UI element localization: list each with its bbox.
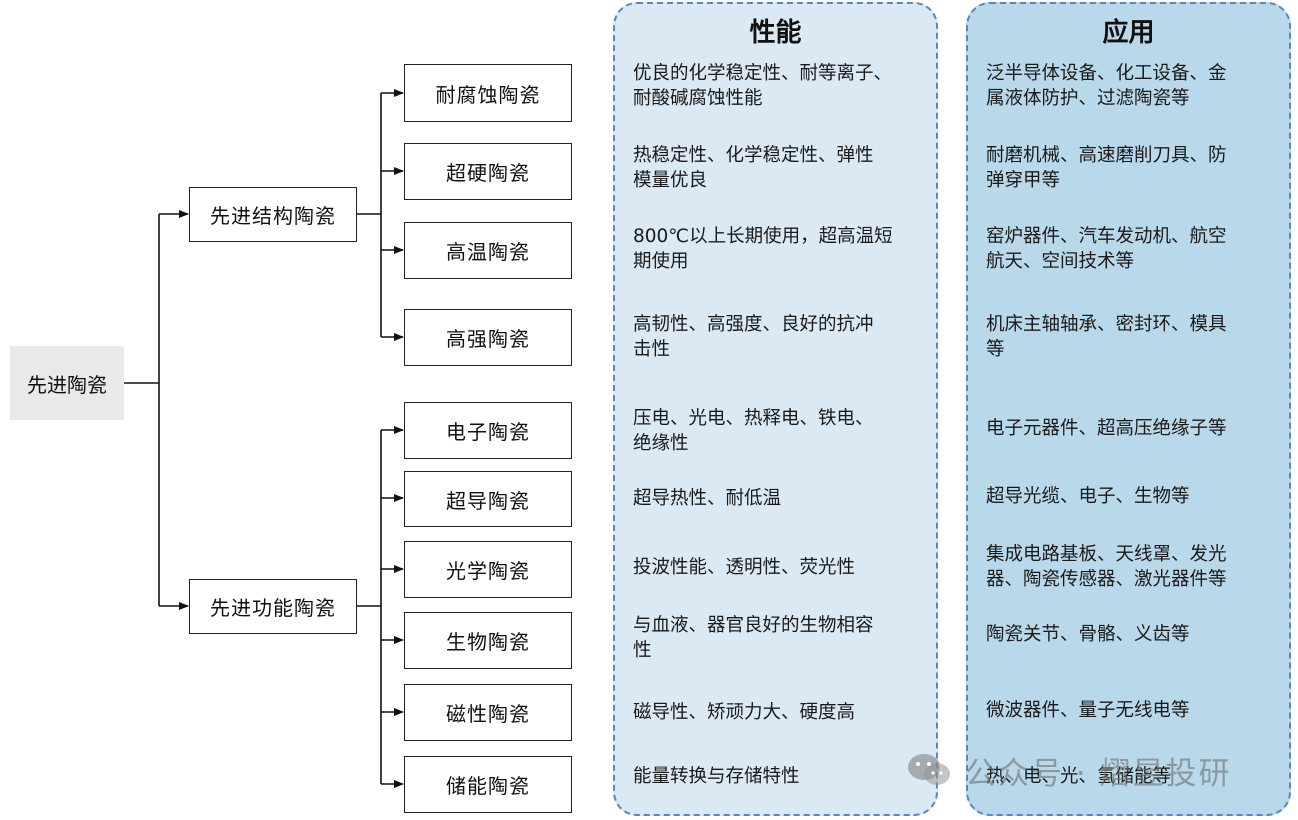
group-label: 先进功能陶瓷 [210, 596, 336, 620]
group-structural-ceramics: 先进结构陶瓷 [189, 187, 357, 242]
group-label: 先进结构陶瓷 [210, 204, 336, 228]
application-cell: 热、电、光、氢储能等 [986, 766, 1172, 787]
performance-cell: 800℃以上长期使用，超高温短期使用 [633, 226, 893, 272]
leaf-node-electronic: 电子陶瓷 [404, 402, 572, 459]
leaf-label: 储能陶瓷 [446, 774, 530, 798]
application-panel: 应用 [966, 2, 1291, 816]
performance-cell: 高韧性、高强度、良好的抗冲击性 [633, 314, 874, 360]
leaf-node-high-temperature: 高温陶瓷 [404, 222, 572, 279]
application-cell: 窑炉器件、汽车发动机、航空航天、空间技术等 [986, 226, 1227, 272]
wechat-icon [908, 754, 950, 785]
leaf-node-magnetic: 磁性陶瓷 [404, 684, 572, 741]
leaf-label: 高温陶瓷 [446, 240, 530, 264]
performance-cell: 超导热性、耐低温 [633, 488, 782, 509]
leaf-node-high-strength: 高强陶瓷 [404, 309, 572, 366]
performance-cell: 投波性能、透明性、荧光性 [633, 557, 856, 578]
application-cell: 集成电路基板、天线罩、发光器、陶瓷传感器、激光器件等 [986, 544, 1227, 590]
leaf-label: 光学陶瓷 [446, 559, 530, 583]
leaf-label: 超导陶瓷 [446, 488, 530, 513]
leaf-label: 耐腐蚀陶瓷 [435, 82, 541, 107]
leaf-node-optical: 光学陶瓷 [404, 541, 572, 598]
leaf-node-superhard: 超硬陶瓷 [404, 143, 572, 200]
performance-cell: 磁导性、矫顽力大、硬度高 [633, 702, 856, 723]
performance-cell: 热稳定性、化学稳定性、弹性模量优良 [633, 145, 874, 191]
application-cell: 电子元器件、超高压绝缘子等 [986, 418, 1227, 439]
leaf-label: 磁性陶瓷 [446, 702, 530, 726]
leaf-node-biological: 生物陶瓷 [404, 612, 572, 669]
leaf-label: 高强陶瓷 [446, 327, 530, 351]
root-node: 先进陶瓷 [10, 346, 124, 420]
leaf-label: 超硬陶瓷 [446, 161, 530, 185]
application-cell: 微波器件、量子无线电等 [986, 700, 1190, 721]
application-cell: 超导光缆、电子、生物等 [986, 486, 1190, 507]
performance-cell: 与血液、器官良好的生物相容性 [633, 615, 874, 661]
performance-cell: 压电、光电、热释电、铁电、绝缘性 [633, 408, 874, 454]
leaf-label: 电子陶瓷 [446, 420, 530, 444]
leaf-node-energy-storage: 储能陶瓷 [404, 756, 572, 813]
watermark: 公众号 · 熠昱投研 [905, 748, 1232, 792]
watermark-text: 公众号 · 熠昱投研 [965, 755, 1232, 792]
application-cell: 耐磨机械、高速磨削刀具、防弹穿甲等 [986, 145, 1227, 191]
leaf-label: 生物陶瓷 [446, 630, 530, 654]
performance-header: 性能 [749, 18, 802, 48]
application-cell: 泛半导体设备、化工设备、金属液体防护、过滤陶瓷等 [986, 63, 1227, 109]
performance-panel: 性能 [613, 2, 938, 816]
group-functional-ceramics: 先进功能陶瓷 [189, 579, 357, 634]
application-cell: 陶瓷关节、骨骼、义齿等 [986, 624, 1190, 645]
application-cell: 机床主轴轴承、密封环、模具等 [986, 314, 1227, 360]
performance-cell: 能量转换与存储特性 [633, 766, 800, 787]
performance-cell: 优良的化学稳定性、耐等离子、耐酸碱腐蚀性能 [633, 63, 893, 109]
root-label: 先进陶瓷 [27, 372, 107, 397]
application-header: 应用 [1102, 18, 1155, 48]
leaf-node-superconducting: 超导陶瓷 [404, 471, 572, 527]
leaf-node-corrosion-resistant: 耐腐蚀陶瓷 [404, 64, 572, 122]
